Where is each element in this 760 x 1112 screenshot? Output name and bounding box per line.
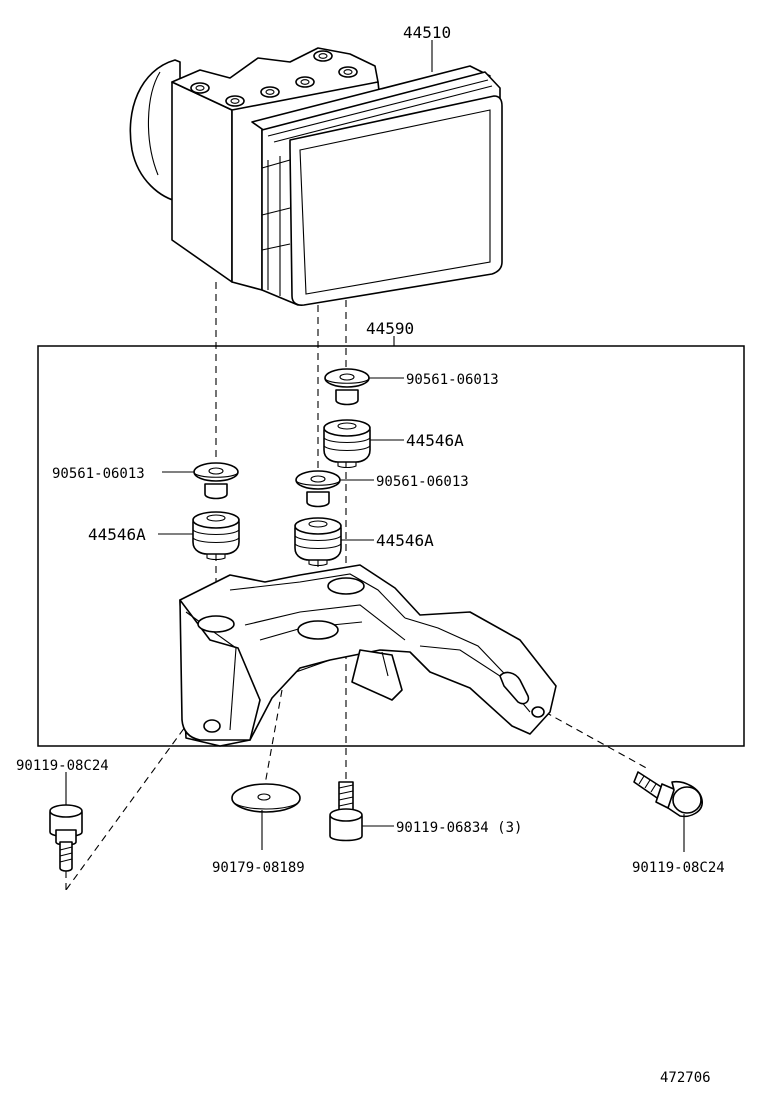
label-bolt-left: 90119-08C24 — [16, 758, 109, 774]
bracket-assembly-frame — [37, 345, 745, 747]
label-bolt-center: 90119-06834 (3) — [396, 820, 522, 836]
collar-left[interactable] — [193, 462, 239, 500]
collar-center[interactable] — [295, 470, 341, 508]
label-bolt-right: 90119-08C24 — [632, 860, 725, 876]
bolt-right[interactable] — [633, 771, 703, 818]
label-collar-top: 90561-06013 — [406, 372, 499, 388]
label-44510: 44510 — [403, 23, 451, 42]
label-cushion-center: 44546A — [376, 531, 434, 550]
cushion-left[interactable] — [192, 511, 240, 561]
bolt-left[interactable] — [49, 804, 83, 872]
label-washer: 90179-08189 — [212, 860, 305, 876]
illustration-number: 472706 — [660, 1070, 711, 1086]
label-cushion-left: 44546A — [88, 525, 146, 544]
mounting-bracket[interactable] — [179, 564, 557, 747]
bolt-center[interactable] — [329, 781, 363, 842]
cushion-top[interactable] — [323, 419, 371, 469]
abs-actuator[interactable] — [129, 47, 503, 306]
cushion-center[interactable] — [294, 517, 342, 567]
label-cushion-top: 44546A — [406, 431, 464, 450]
label-44590: 44590 — [366, 319, 414, 338]
washer[interactable] — [231, 783, 301, 813]
label-collar-center: 90561-06013 — [376, 474, 469, 490]
label-collar-left: 90561-06013 — [52, 466, 145, 482]
collar-top[interactable] — [324, 368, 370, 406]
